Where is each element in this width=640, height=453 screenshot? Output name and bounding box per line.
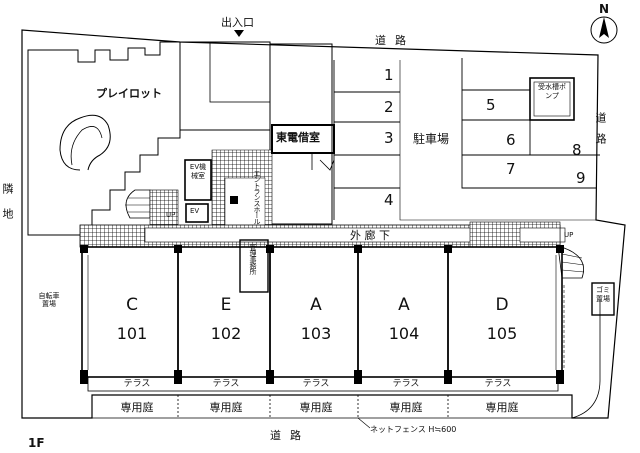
playlot-curve xyxy=(59,114,111,171)
garbage-area-box xyxy=(591,282,615,316)
water-tank-box xyxy=(529,77,575,121)
ev-machine-room-label: EV機械室 xyxy=(189,163,207,180)
road-top-label: 道路 xyxy=(375,34,415,47)
unit-number-103: 103 xyxy=(300,324,332,343)
parking-lane xyxy=(399,60,596,221)
adjacent-land-label: 隣地 xyxy=(1,183,14,233)
parking-lot-label: 駐車場 xyxy=(413,132,450,146)
terrace-104: テラス xyxy=(392,379,420,389)
unit-type-105: D xyxy=(495,295,509,315)
private-garden-dividers xyxy=(91,395,572,419)
net-fence-leader xyxy=(357,417,371,429)
parking-left-column xyxy=(333,60,400,220)
terrace-103: テラス xyxy=(302,379,330,389)
entrance-label: 出入口 xyxy=(221,16,254,29)
unit-number-105: 105 xyxy=(486,324,518,343)
entrance-hall-label: エントランスホール xyxy=(253,170,261,224)
upper-block-1 xyxy=(179,41,271,131)
garden-103: 専用庭 xyxy=(299,401,333,414)
unit-number-102: 102 xyxy=(210,324,242,343)
right-stair xyxy=(557,245,584,279)
net-fence-label: ネットフェンス H≒600 xyxy=(370,425,457,434)
parking-space-2: 2 xyxy=(384,98,394,116)
garden-101: 専用庭 xyxy=(120,401,154,414)
parking-space-3: 3 xyxy=(384,129,394,147)
playlot-label: プレイロット xyxy=(96,87,162,100)
entrance-arrow-icon xyxy=(234,30,244,37)
parking-space-1: 1 xyxy=(384,66,394,84)
ev-label: EV xyxy=(190,207,200,215)
road-right-label: 道路 xyxy=(594,112,607,154)
unit-type-102: E xyxy=(220,295,232,315)
parking-space-9: 9 xyxy=(576,169,586,187)
up-left-label: UP xyxy=(166,211,176,219)
unit-number-104: 104 xyxy=(388,324,420,343)
garden-104: 専用庭 xyxy=(389,401,423,414)
unit-type-104: A xyxy=(398,295,410,315)
terrace-102: テラス xyxy=(212,379,240,389)
tepco-room-label: 東電借室 xyxy=(276,131,320,144)
terrace-101: テラス xyxy=(123,379,151,389)
water-tank-pump-label: 受水槽ポンプ xyxy=(538,83,566,101)
terrace-105: テラス xyxy=(484,379,512,389)
upper-block-2 xyxy=(209,41,271,103)
unit-type-101: C xyxy=(126,295,138,315)
outer-corridor-label: 外 廊 下 xyxy=(350,229,390,242)
road-bottom-label: 道路 xyxy=(270,429,310,442)
unit-type-103: A xyxy=(310,295,322,315)
ev-box xyxy=(185,203,209,223)
north-label: N xyxy=(599,2,610,16)
management-office-label: 管理事務所 xyxy=(249,244,257,274)
management-office-box xyxy=(239,239,269,293)
garbage-area-label: ゴミ置場 xyxy=(596,286,610,304)
bicycle-parking-label: 自転車置場 xyxy=(38,292,60,309)
floor-label: 1F xyxy=(28,436,45,450)
terrace-strip xyxy=(87,376,559,392)
upper-block-3 xyxy=(269,43,333,225)
unit-number-101: 101 xyxy=(116,324,148,343)
parking-space-7: 7 xyxy=(506,160,516,178)
garden-105: 専用庭 xyxy=(485,401,519,414)
parking-space-6: 6 xyxy=(506,131,516,149)
ev-machine-room-box xyxy=(184,159,212,201)
north-arrow-icon xyxy=(590,16,618,44)
garden-102: 専用庭 xyxy=(209,401,243,414)
up-right-label: UP xyxy=(564,231,574,239)
site-boundary xyxy=(21,29,626,419)
parking-space-5: 5 xyxy=(486,96,496,114)
parking-right-column xyxy=(461,58,600,189)
parking-space-4: 4 xyxy=(384,191,394,209)
parking-space-8: 8 xyxy=(572,141,582,159)
